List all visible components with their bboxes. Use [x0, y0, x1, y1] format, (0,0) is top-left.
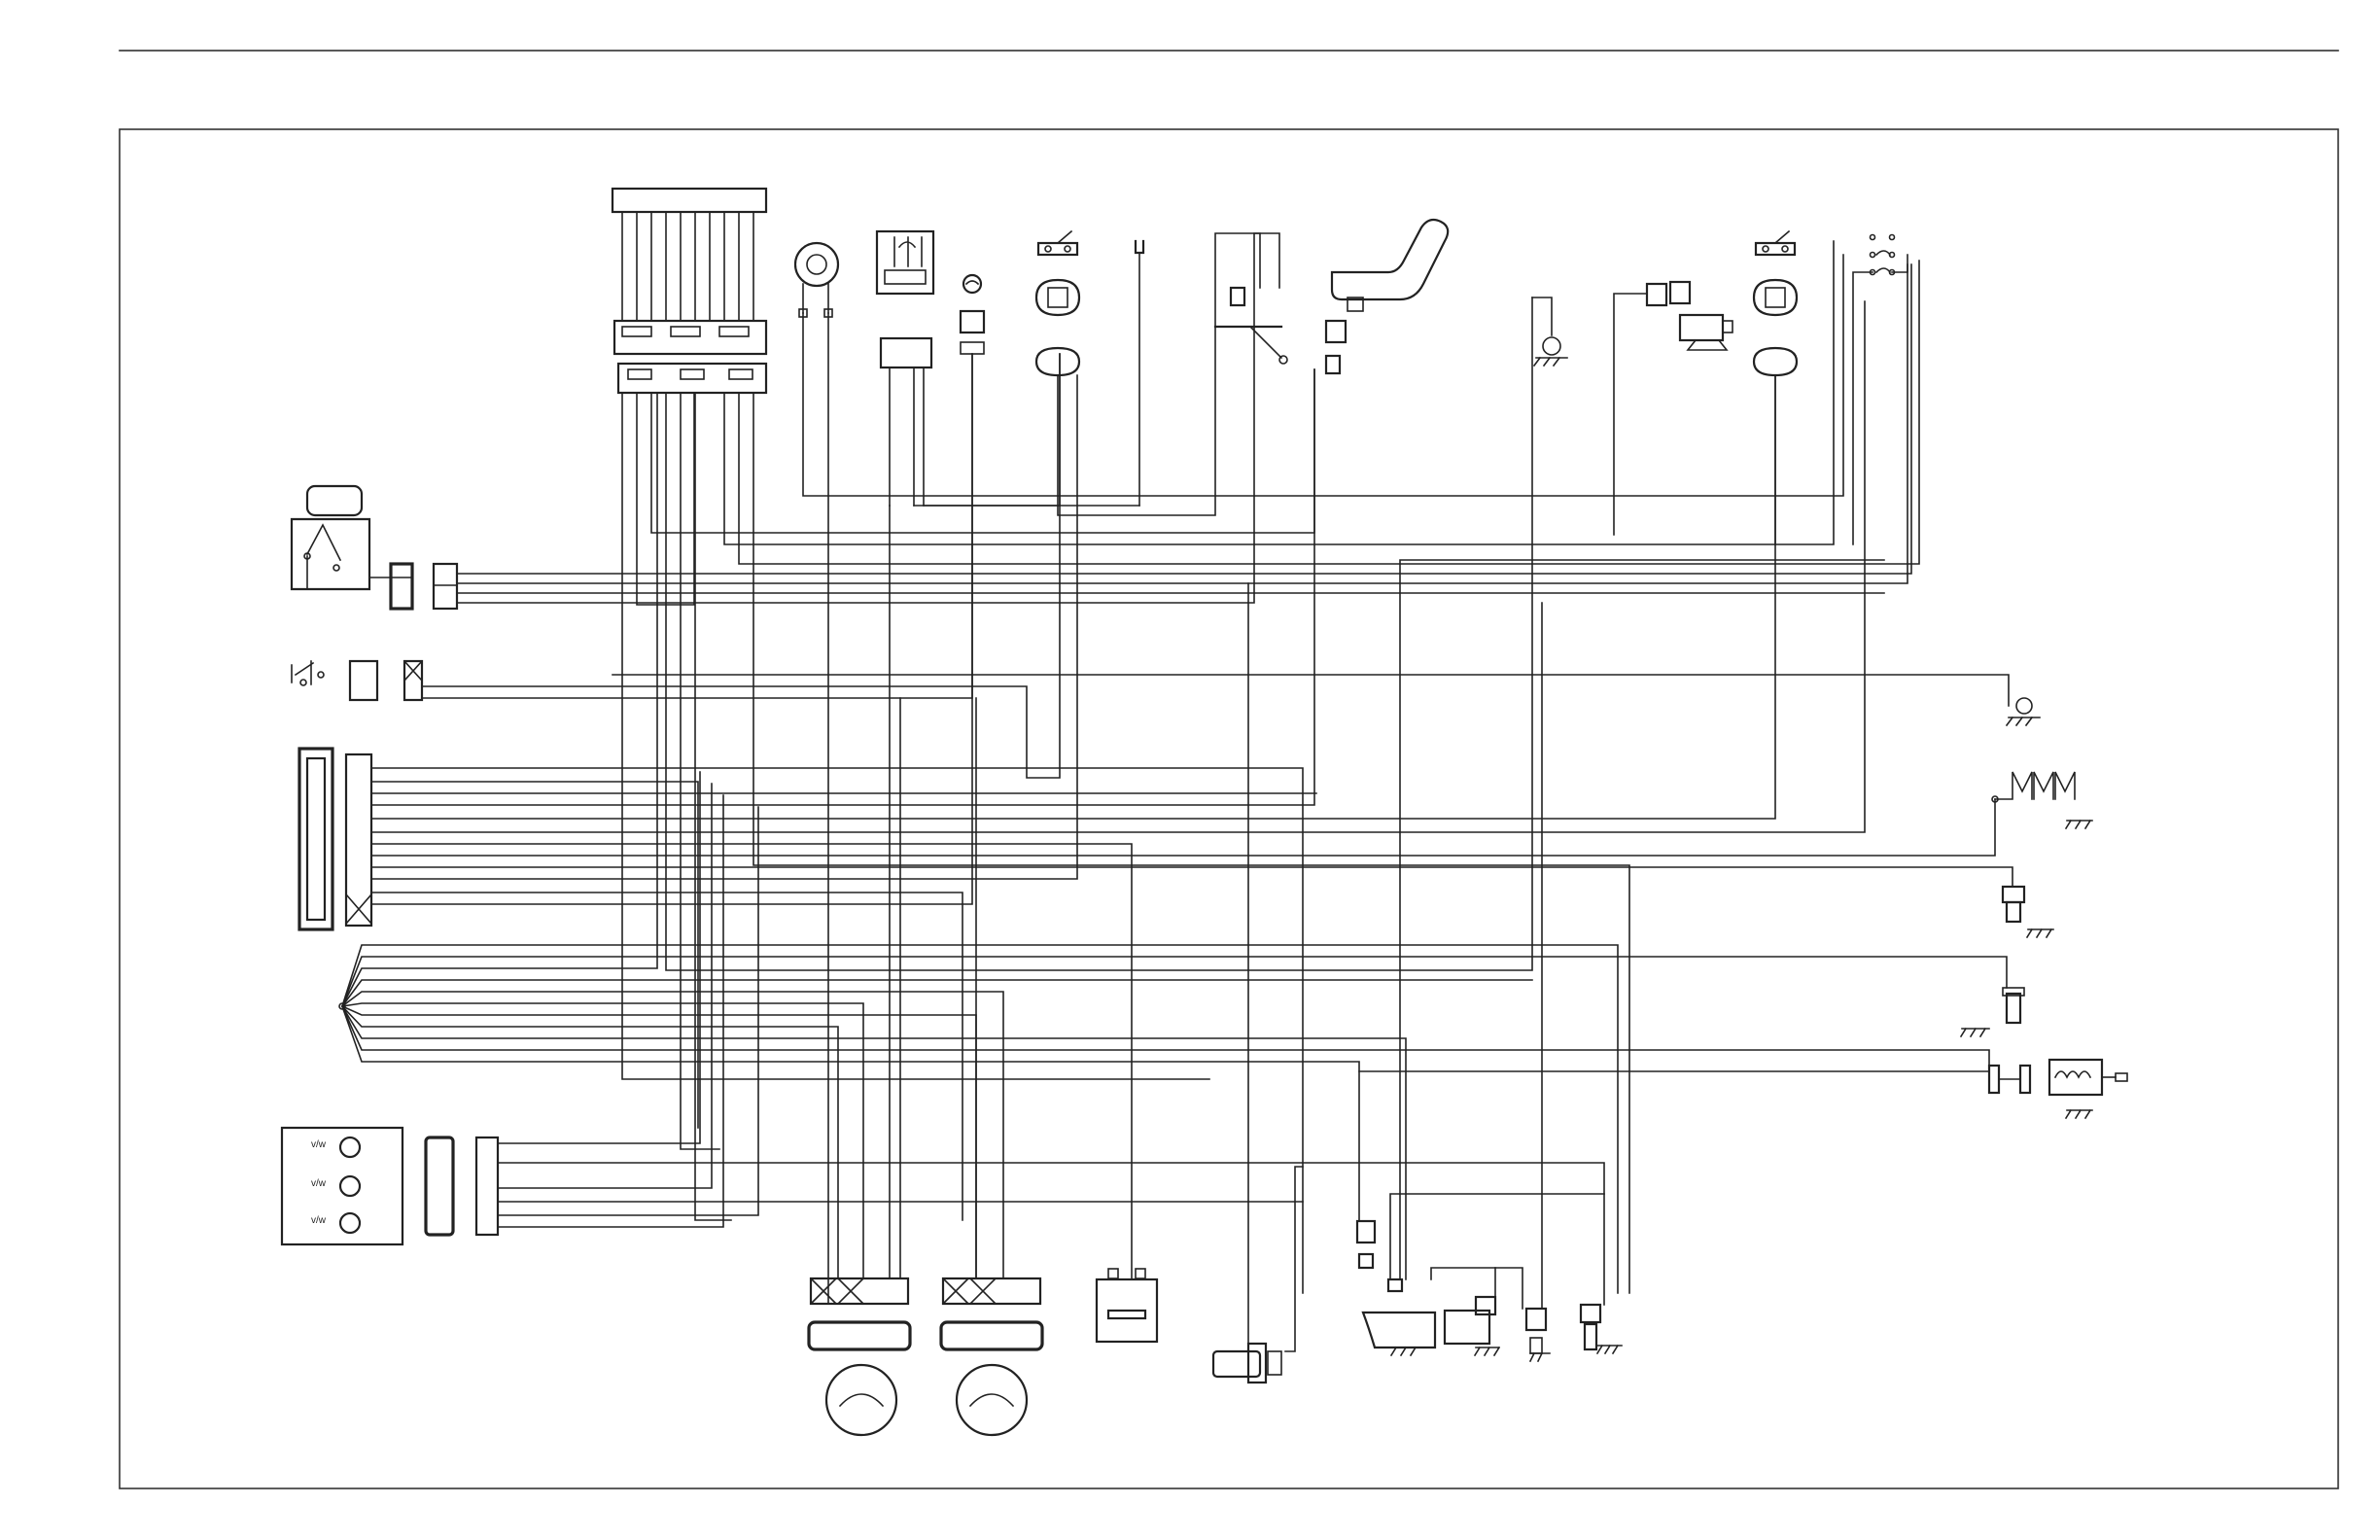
- rear-brake-switch-left: [1036, 231, 1079, 375]
- instrument-cluster-connector: [299, 749, 371, 929]
- temp-sensor-2: [1961, 988, 2024, 1036]
- fuel-level-sender: [1215, 288, 1287, 364]
- front-brake-switch-right: [1754, 231, 1797, 375]
- harness-wires: [307, 233, 2020, 1351]
- starter-motor-icon: [1213, 1344, 1281, 1382]
- oil-sensor-bottom: [1581, 1305, 1622, 1353]
- fan-motor-icon: [1992, 772, 2092, 828]
- oxygen-heater-icon: [1989, 1060, 2127, 1118]
- regulator-label-1: v/w: [311, 1139, 327, 1150]
- stator-right: [941, 1278, 1042, 1435]
- handlebar-switch-right: [292, 661, 422, 700]
- horn-icon: [795, 243, 838, 317]
- diode-block-icon: [1871, 235, 1895, 275]
- ground-right: [2007, 698, 2040, 725]
- regulator-rectifier: v/w v/w v/w: [282, 1128, 498, 1244]
- handlebar-switch-left: [292, 486, 457, 609]
- battery-icon: [1097, 1269, 1157, 1342]
- flasher-relay-icon: [877, 231, 933, 506]
- regulator-label-2: v/w: [311, 1178, 327, 1189]
- diagram-frame: [120, 129, 2338, 1488]
- seat-switch-icon: [1326, 220, 1448, 373]
- brake-lamp-icon: [961, 275, 984, 354]
- stator-left: [809, 1278, 910, 1435]
- ignition-coil-group: [1357, 1221, 1499, 1355]
- regulator-label-3: v/w: [311, 1215, 327, 1226]
- ground-top: [1534, 337, 1567, 366]
- ignition-switch-connector: [612, 189, 766, 393]
- temp-sensor-1: [2003, 887, 2053, 937]
- pickup-coil-icon: [1526, 1309, 1550, 1361]
- antenna-icon: [1136, 241, 1143, 506]
